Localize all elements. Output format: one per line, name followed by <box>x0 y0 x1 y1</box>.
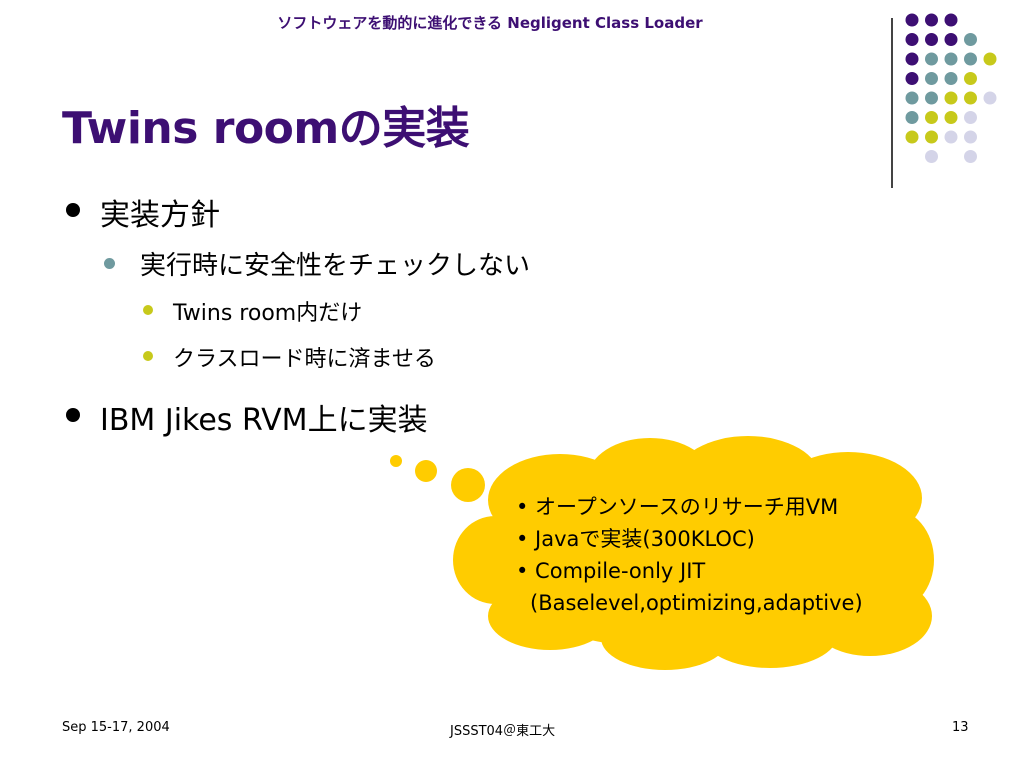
decorative-dot <box>944 13 958 27</box>
cloud-item-open-source: • オープンソースのリサーチ用VM <box>516 495 839 519</box>
footer-venue: JSSST04＠東工大 <box>450 724 556 739</box>
decorative-dot <box>964 150 977 163</box>
decorative-dot <box>944 72 958 85</box>
decorative-dot <box>925 52 938 66</box>
decorative-dot <box>925 91 938 105</box>
decorative-dot <box>905 72 919 85</box>
decorative-dot <box>944 130 958 144</box>
decorative-dot <box>905 111 919 124</box>
bullet-marker <box>143 305 153 315</box>
decorative-dot <box>925 130 938 144</box>
decorative-dot <box>964 130 977 144</box>
bullet-text: 実行時に安全性をチェックしない <box>140 251 531 281</box>
decorative-dot <box>944 52 958 66</box>
decorative-dot <box>905 130 919 144</box>
footer-page-number: 13 <box>952 720 969 735</box>
decorative-dot-grid <box>905 13 997 163</box>
slide-title: Twins roomの実装 <box>62 103 470 154</box>
decorative-dot <box>983 91 997 105</box>
decorative-dot <box>944 91 958 105</box>
cloud-item-java: • Javaで実装(300KLOC) <box>516 527 755 551</box>
decorative-dot <box>905 52 919 66</box>
bullet-text: Twins room内だけ <box>173 301 363 326</box>
decorative-dot <box>964 52 977 66</box>
decorative-dot <box>944 111 958 124</box>
cloud-item-jit-continuation: (Baselevel,optimizing,adaptive) <box>530 591 863 615</box>
decorative-dot <box>925 72 938 85</box>
decorative-dot <box>905 91 919 105</box>
bullet-marker <box>143 351 153 361</box>
decorative-dot <box>925 111 938 124</box>
cloud-item-jit: • Compile-only JIT <box>516 559 706 583</box>
bullet-marker <box>66 203 80 217</box>
decorative-dot <box>964 33 977 46</box>
bullet-text: IBM Jikes RVM上に実装 <box>100 403 428 438</box>
bullet-text: 実装方針 <box>100 198 220 233</box>
decorative-dot <box>905 33 919 46</box>
decorative-dot <box>964 91 977 105</box>
decorative-dot <box>925 13 938 27</box>
footer-date: Sep 15-17, 2004 <box>62 720 170 735</box>
decorative-dot <box>944 33 958 46</box>
decorative-dot <box>983 52 997 66</box>
header-title: ソフトウェアを動的に進化できる Negligent Class Loader <box>277 14 703 32</box>
vertical-divider <box>891 18 893 188</box>
decorative-dot <box>964 111 977 124</box>
bullet-marker <box>104 258 115 269</box>
decorative-dot <box>905 13 919 27</box>
thought-bubbles <box>390 455 485 502</box>
cloud-text: • オープンソースのリサーチ用VM • Javaで実装(300KLOC) • C… <box>516 491 936 619</box>
decorative-dot <box>925 150 938 163</box>
cloud-shape <box>453 436 934 670</box>
bullet-text: クラスロード時に済ませる <box>173 347 436 372</box>
bullet-marker <box>66 408 80 422</box>
decorative-dot <box>925 33 938 46</box>
decorative-dot <box>964 72 977 85</box>
